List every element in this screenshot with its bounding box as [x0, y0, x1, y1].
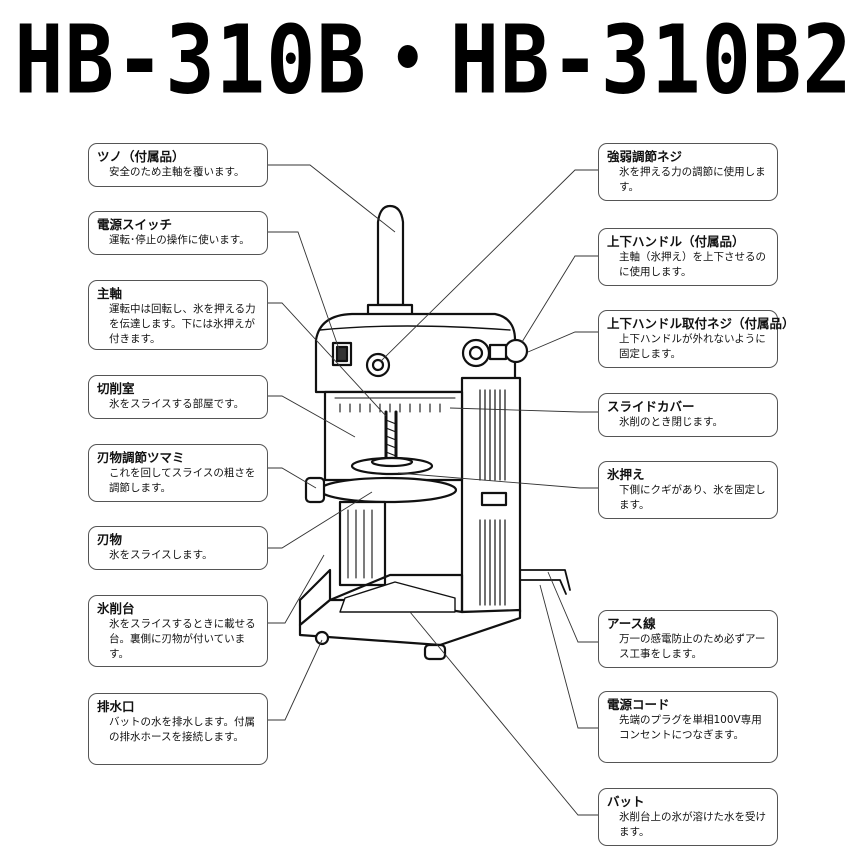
- callout-ice-table: 氷削台 氷をスライスするときに載せる台。裏側に刃物が付いています。: [88, 595, 268, 667]
- callout-power-switch: 電源スイッチ 運転･停止の操作に使います。: [88, 211, 268, 255]
- callout-title: 排水口: [97, 699, 135, 714]
- callout-desc: 氷をスライスします。: [109, 549, 213, 561]
- callout-title: 電源スイッチ: [97, 217, 173, 232]
- callout-tray: バット 氷削台上の氷が溶けた水を受けます。: [598, 788, 778, 846]
- callout-ice-presser: 氷押え 下側にクギがあり、氷を固定します。: [598, 461, 778, 519]
- callout-title: アース線: [607, 616, 656, 631]
- callout-handle-screw: 上下ハンドル取付ネジ（付属品） 上下ハンドルが外れないように固定します。: [598, 310, 795, 368]
- callout-cutting-chamber: 切削室 氷をスライスする部屋です。: [88, 375, 268, 419]
- callout-desc: 万一の感電防止のため必ずアース工事をします。: [619, 633, 766, 660]
- callout-desc: 主軸（氷押え）を上下させるのに使用します。: [619, 251, 766, 278]
- callout-ground-wire: アース線 万一の感電防止のため必ずアース工事をします。: [598, 610, 778, 668]
- callout-desc: 氷を押える力の調節に使用します。: [619, 166, 766, 193]
- callout-title: 上下ハンドル（付属品）: [607, 234, 745, 249]
- callout-strength-screw: 強弱調節ネジ 氷を押える力の調節に使用します。: [598, 143, 778, 201]
- callout-title: スライドカバー: [607, 399, 695, 414]
- callout-title: 氷押え: [607, 467, 645, 482]
- callout-desc: これを回してスライスの粗さを調節します。: [109, 467, 256, 494]
- callout-desc: 運転中は回転し、氷を押える力を伝達します。下には氷押えが付きます。: [109, 303, 256, 345]
- callout-desc: 下側にクギがあり、氷を固定します。: [619, 484, 766, 511]
- callout-desc: 運転･停止の操作に使います。: [109, 234, 250, 246]
- callout-drain: 排水口 バットの水を排水します。付属の排水ホースを接続します。: [88, 693, 268, 765]
- callout-title: 強弱調節ネジ: [607, 149, 683, 164]
- callout-desc: 氷をスライスするときに載せる台。裏側に刃物が付いています。: [109, 618, 256, 660]
- callout-title: 切削室: [97, 381, 135, 396]
- callout-blade: 刃物 氷をスライスします。: [88, 526, 268, 570]
- callout-title: 電源コード: [607, 697, 670, 712]
- callout-title: 刃物調節ツマミ: [97, 450, 185, 465]
- callout-title: バット: [607, 794, 645, 809]
- callout-title: 氷削台: [97, 601, 135, 616]
- callout-title: ツノ（付属品）: [97, 149, 185, 164]
- callout-main-shaft: 主軸 運転中は回転し、氷を押える力を伝達します。下には氷押えが付きます。: [88, 280, 268, 350]
- callout-up-down-handle: 上下ハンドル（付属品） 主軸（氷押え）を上下させるのに使用します。: [598, 228, 778, 286]
- callout-horn: ツノ（付属品） 安全のため主軸を覆います。: [88, 143, 268, 187]
- callout-desc: 上下ハンドルが外れないように固定します。: [619, 333, 766, 360]
- callout-desc: 氷削のとき閉じます。: [619, 416, 723, 428]
- callout-title: 上下ハンドル取付ネジ（付属品）: [607, 316, 795, 331]
- callout-title: 刃物: [97, 532, 123, 547]
- callout-title: 主軸: [97, 286, 123, 301]
- callout-desc: 氷削台上の氷が溶けた水を受けます。: [619, 811, 766, 838]
- callout-desc: 先端のプラグを単相100V専用コンセントにつなぎます。: [619, 714, 762, 741]
- callout-desc: バットの水を排水します。付属の排水ホースを接続します。: [109, 716, 255, 743]
- callout-slide-cover: スライドカバー 氷削のとき閉じます。: [598, 393, 778, 437]
- callout-desc: 安全のため主軸を覆います。: [109, 166, 245, 178]
- callout-power-cord: 電源コード 先端のプラグを単相100V専用コンセントにつなぎます。: [598, 691, 778, 763]
- callout-blade-adjust-knob: 刃物調節ツマミ これを回してスライスの粗さを調節します。: [88, 444, 268, 502]
- page-title: HB-310B・HB-310B2: [14, 6, 853, 116]
- callout-desc: 氷をスライスする部屋です。: [109, 398, 245, 410]
